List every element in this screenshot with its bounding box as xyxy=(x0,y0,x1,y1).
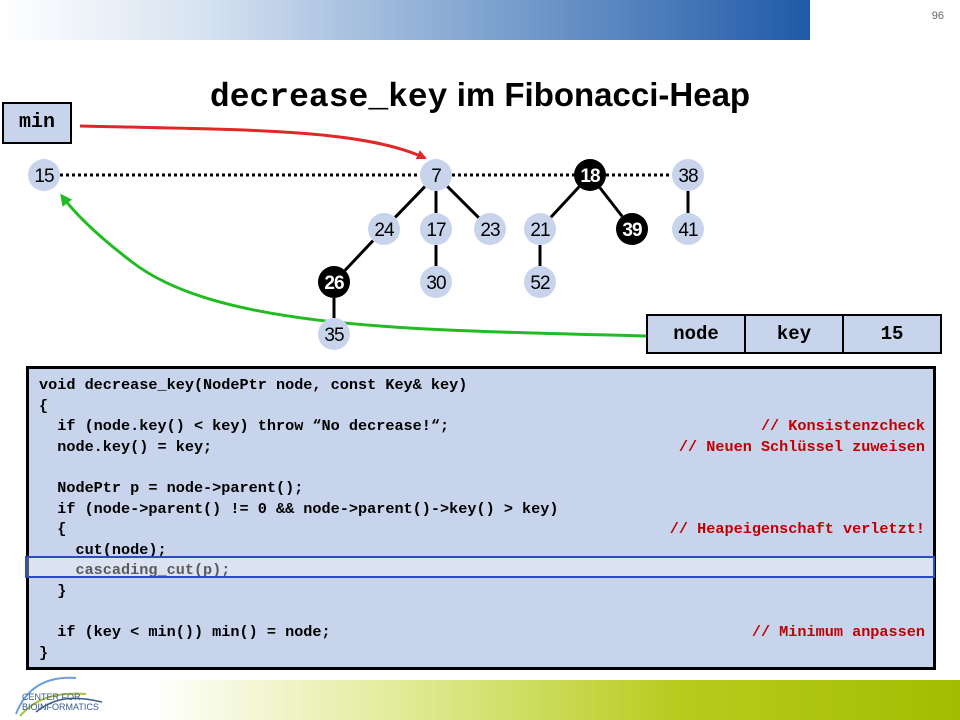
code-text: NodePtr p = node->parent(); xyxy=(39,478,304,497)
heap-node-circle xyxy=(318,266,350,298)
title-text: im Fibonacci-Heap xyxy=(447,76,751,113)
heap-node-17: 17 xyxy=(420,213,452,245)
heap-node-15: 15 xyxy=(28,159,60,191)
heap-node-label: 18 xyxy=(580,166,600,187)
heap-node-circle xyxy=(672,213,704,245)
tree-edge xyxy=(446,185,480,219)
tree-edge xyxy=(394,185,426,219)
code-text: cascading_cut(p); xyxy=(39,561,231,580)
key-value-cell: 15 xyxy=(880,323,904,345)
code-text: cut(node); xyxy=(39,540,167,559)
code-text: void decrease_key(NodePtr node, const Ke… xyxy=(39,376,468,394)
heap-node-24: 24 xyxy=(368,213,400,245)
center-logo-icon xyxy=(15,676,103,717)
code-line: if (key < min()) min() = node; // Minimum… xyxy=(39,622,925,643)
heap-node-35: 35 xyxy=(318,318,350,350)
node-key-table: node key 15 xyxy=(646,314,942,354)
heap-node-41: 41 xyxy=(672,213,704,245)
heap-node-circle xyxy=(474,213,506,245)
min-pointer-arrow xyxy=(79,124,427,160)
heap-node-label: 39 xyxy=(622,220,642,241)
heap-node-circle xyxy=(28,159,60,191)
code-line xyxy=(39,602,925,623)
heap-node-label: 17 xyxy=(426,220,446,241)
code-comment: // Minimum anpassen xyxy=(751,623,925,642)
footer-gradient-bar xyxy=(152,680,960,720)
heap-node-18: 18 xyxy=(574,159,606,191)
code-line: cut(node); xyxy=(39,540,925,561)
heap-node-label: 23 xyxy=(480,220,500,241)
code-listing: void decrease_key(NodePtr node, const Ke… xyxy=(39,375,925,663)
header-gradient-bar xyxy=(0,0,810,40)
logo-line2: BIOINFORMATICS xyxy=(22,702,99,712)
logo-line1: CENTER FOR xyxy=(22,692,81,702)
heap-node-39: 39 xyxy=(616,213,648,245)
code-line: cascading_cut(p); xyxy=(39,560,925,581)
heap-node-label: 41 xyxy=(678,220,698,241)
code-line: void decrease_key(NodePtr node, const Ke… xyxy=(39,375,925,396)
heap-node-circle xyxy=(672,159,704,191)
code-panel: void decrease_key(NodePtr node, const Ke… xyxy=(26,366,936,670)
code-text: node.key() = key; xyxy=(39,437,213,456)
cut-move-arrow xyxy=(60,193,647,338)
code-text: } xyxy=(39,643,49,662)
code-line: { // Heapeigenschaft verletzt! xyxy=(39,519,925,540)
heap-node-label: 30 xyxy=(426,273,446,294)
code-line: if (node.key() < key) throw “No decrease… xyxy=(39,416,925,437)
code-line: } xyxy=(39,581,925,602)
heap-node-38: 38 xyxy=(672,159,704,191)
heap-node-30: 30 xyxy=(420,266,452,298)
heap-node-label: 38 xyxy=(678,166,698,187)
min-pointer-box: min xyxy=(2,102,72,144)
tree-edge xyxy=(598,186,624,218)
heap-node-circle xyxy=(420,213,452,245)
key-cell: key xyxy=(746,316,844,352)
title-code: decrease_key xyxy=(209,79,448,116)
code-text: if (node->parent() != 0 && node->parent(… xyxy=(39,499,559,518)
heap-node-circle xyxy=(574,159,606,191)
code-text: if (node.key() < key) throw “No decrease… xyxy=(39,417,450,436)
heap-node-circle xyxy=(616,213,648,245)
code-comment: // Neuen Schlüssel zuweisen xyxy=(678,437,925,456)
code-line: } xyxy=(39,643,925,664)
heap-node-label: 35 xyxy=(324,325,344,346)
code-line: { xyxy=(39,396,925,417)
heap-node-label: 52 xyxy=(530,273,550,294)
code-line: if (node->parent() != 0 && node->parent(… xyxy=(39,499,925,520)
heap-node-circle xyxy=(524,213,556,245)
code-comment: // Konsistenzcheck xyxy=(760,417,925,436)
code-text: } xyxy=(39,581,67,600)
heap-node-52: 52 xyxy=(524,266,556,298)
heap-node-label: 26 xyxy=(324,273,344,294)
code-line: NodePtr p = node->parent(); xyxy=(39,478,925,499)
heap-node-26: 26 xyxy=(318,266,350,298)
code-text: if (key < min()) min() = node; xyxy=(39,623,331,642)
page-number: 96 xyxy=(931,10,944,22)
heap-node-circle xyxy=(420,159,452,191)
heap-node-label: 24 xyxy=(374,220,395,241)
heap-node-label: 15 xyxy=(34,166,54,187)
heap-node-23: 23 xyxy=(474,213,506,245)
heap-node-7: 7 xyxy=(420,159,452,191)
heap-node-label: 7 xyxy=(431,166,441,187)
code-comment: // Heapeigenschaft verletzt! xyxy=(669,520,925,539)
heap-node-circle xyxy=(368,213,400,245)
heap-node-label: 21 xyxy=(530,220,550,241)
code-line xyxy=(39,457,925,478)
code-line: node.key() = key; // Neuen Schlüssel zuwe… xyxy=(39,437,925,458)
heap-node-circle xyxy=(420,266,452,298)
code-text: { xyxy=(39,396,49,415)
code-text: { xyxy=(39,520,67,539)
current-line-highlight xyxy=(25,556,935,578)
slide-title: decrease_key im Fibonacci-Heap xyxy=(0,76,960,116)
heap-node-circle xyxy=(524,266,556,298)
tree-edge xyxy=(549,185,581,219)
node-cell: node xyxy=(648,316,746,352)
heap-node-circle xyxy=(318,318,350,350)
heap-node-21: 21 xyxy=(524,213,556,245)
tree-edge xyxy=(343,239,375,272)
